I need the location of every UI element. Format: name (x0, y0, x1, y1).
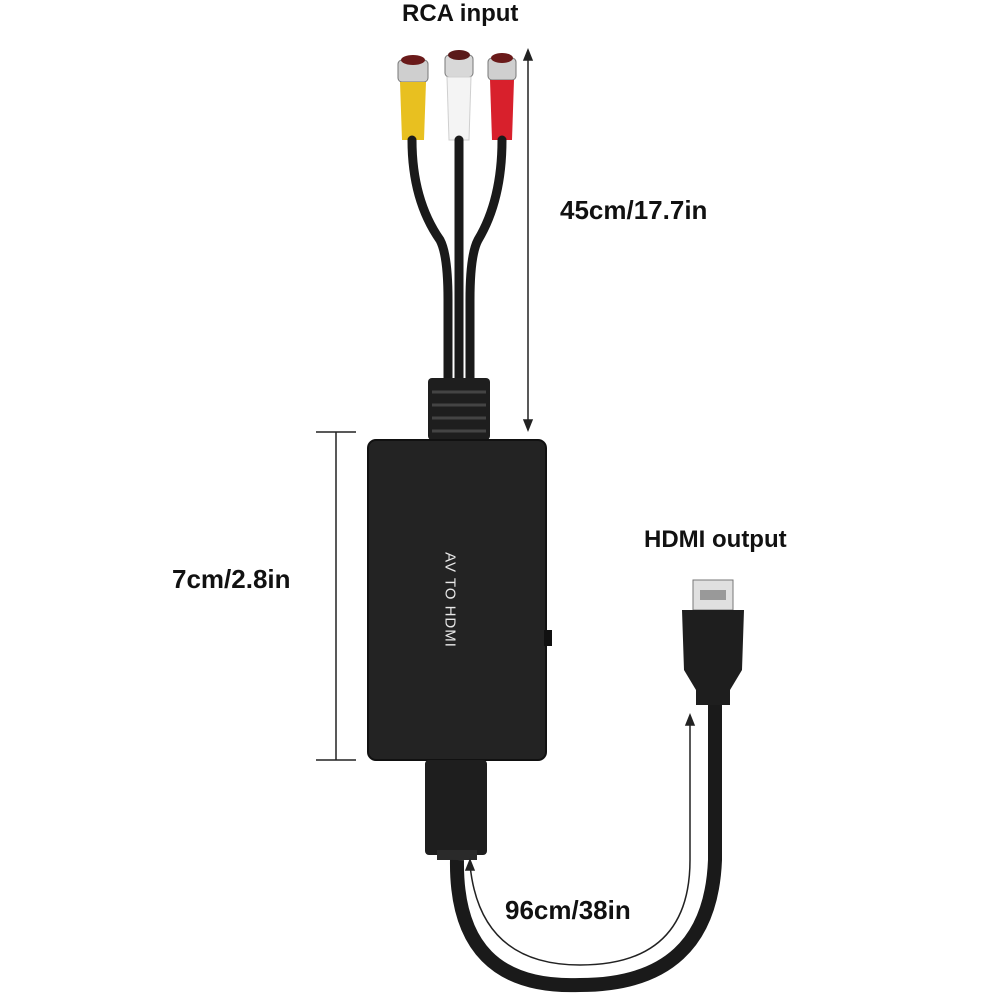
box-hdmi-plug (425, 760, 487, 860)
hdmi-cable (449, 700, 722, 993)
box-print-text: AV TO HDMI (441, 552, 459, 648)
rca-cables (407, 135, 507, 385)
rca-white-connector (444, 50, 474, 141)
hdmi-output-label: HDMI output (644, 526, 787, 553)
rca-input-label: RCA input (402, 0, 519, 27)
box-print: AV TO HDMI (430, 525, 470, 675)
dimension-7cm (316, 431, 356, 761)
hdmi-output-connector (682, 579, 744, 705)
box-length-label: 7cm/2.8in (172, 564, 291, 594)
rca-cable-length-label: 45cm/17.7in (560, 195, 708, 225)
rca-red-connector (487, 53, 517, 140)
box-switch (544, 630, 552, 646)
hdmi-cable-length-label: 96cm/38in (505, 895, 631, 925)
rca-yellow-connector (397, 55, 429, 140)
strain-relief (428, 378, 490, 440)
dimension-96cm (464, 712, 696, 966)
dimension-45cm (522, 47, 534, 433)
